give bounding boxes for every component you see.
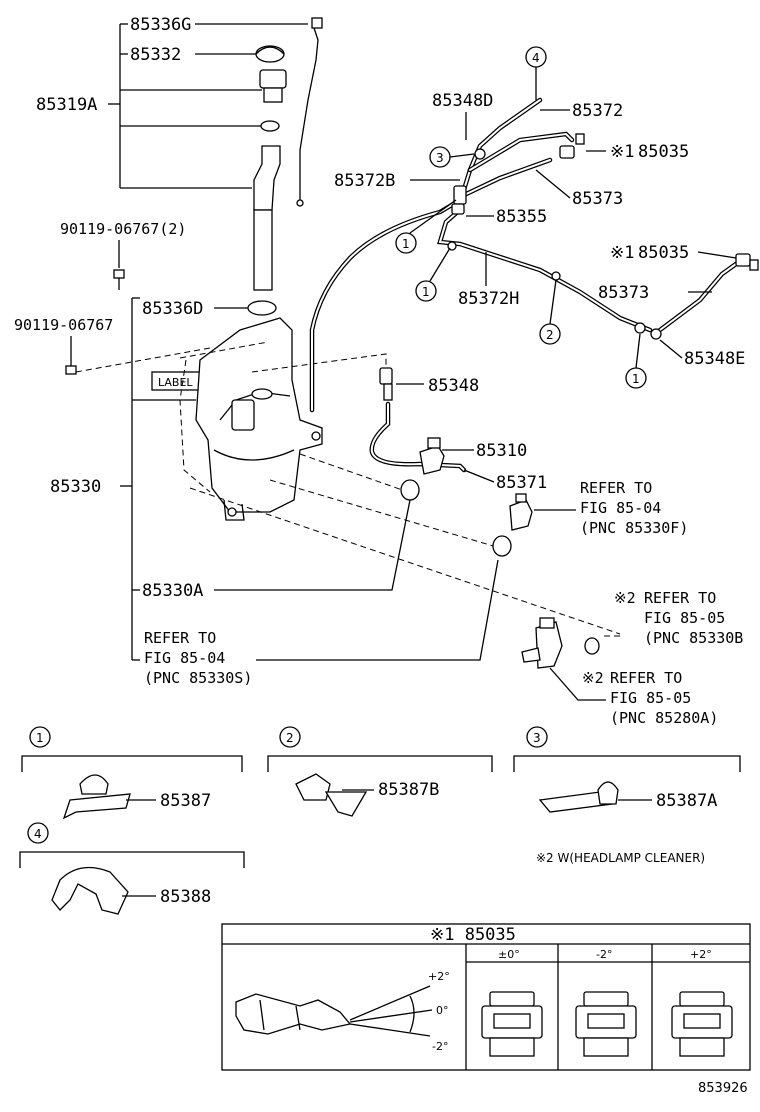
svg-text:1: 1 [36,731,44,745]
mark-2-ref-b: ※2 [582,669,604,687]
label-85373[interactable]: 85373 [572,189,623,209]
label-85348E[interactable]: 85348E [684,349,745,369]
hose-85372 [309,97,739,413]
ref3-line2[interactable]: FIG 85-05 [610,689,691,707]
svg-text:3: 3 [533,731,541,745]
angle-minus2: -2° [432,1040,448,1053]
svg-text:3: 3 [436,151,444,165]
bracket-85319A [108,23,308,189]
col-header-minus2: -2° [596,948,612,961]
ref2-line1[interactable]: REFER TO [644,589,716,607]
callout-1-b: 1 [415,247,451,302]
pump-85280A [521,617,600,669]
label-85372B[interactable]: 85372B [334,171,395,191]
grommet [247,300,277,316]
svg-text:1: 1 [422,285,430,299]
label-85035[interactable]: 85035 [638,142,689,162]
pump-85330F [509,493,533,531]
bolt-icon [113,269,125,290]
detail-3: 3 [513,726,741,813]
pump-hose [369,367,467,475]
svg-text:1: 1 [402,237,410,251]
svg-text:4: 4 [34,827,42,841]
label-85035-b[interactable]: 85035 [638,243,689,263]
ref2-line2[interactable]: FIG 85-05 [644,609,725,627]
mark-1-85035: ※1 [610,142,634,162]
label-85319A[interactable]: 85319A [36,95,97,115]
label-85371[interactable]: 85371 [496,473,547,493]
nozzle-view-0 [481,991,543,1057]
table-title: ※1 85035 [430,925,516,945]
hose-connectors [447,133,759,340]
svg-text:1: 1 [632,372,640,386]
label-90119-06767[interactable]: 90119-06767 [14,316,113,334]
label-85330[interactable]: 85330 [50,477,101,497]
label-85336G[interactable]: 85336G [130,15,191,35]
callout-4-top: 4 [525,46,547,100]
label-85387B[interactable]: 85387B [378,780,439,800]
mark-1-85035-b: ※1 [610,243,634,263]
svg-text:4: 4 [532,51,540,65]
mark-2-ref: ※2 [614,589,636,607]
label-90119-06767-2[interactable]: 90119-06767(2) [60,220,186,238]
label-85372[interactable]: 85372 [572,101,623,121]
ref1-line3[interactable]: (PNC 85330F) [580,519,688,537]
callout-2-mid: 2 [539,279,561,345]
headlamp-note: ※2 W(HEADLAMP CLEANER) [536,851,705,865]
callout-3-top: 3 [429,146,475,168]
figure-number: 853926 [698,1081,748,1096]
ref1-line2[interactable]: FIG 85-04 [580,499,661,517]
sensor-table [221,923,751,1071]
label-85355[interactable]: 85355 [496,207,547,227]
label-85310[interactable]: 85310 [476,441,527,461]
bracket-85330 [120,297,196,661]
label-85332[interactable]: 85332 [130,45,181,65]
detail-1: 1 [21,726,243,820]
washer-tank [179,317,323,521]
nozzle-view-minus2 [575,991,637,1057]
ref4-line1[interactable]: REFER TO [144,629,216,647]
ref3-line3[interactable]: (PNC 85280A) [610,709,718,727]
detail-4: 4 [19,822,245,915]
angle-0: 0° [436,1004,449,1017]
ref4-line3[interactable]: (PNC 85330S) [144,669,252,687]
callout-1-a: 1 [395,199,457,254]
washer-nozzle-illustration [235,985,433,1037]
svg-text:2: 2 [546,328,554,342]
label-tag-text: LABEL [158,376,193,389]
ref2-line3[interactable]: (PNC 85330B [644,629,743,647]
label-85388[interactable]: 85388 [160,887,211,907]
nozzle-view-plus2 [671,991,733,1057]
ref3-line1[interactable]: REFER TO [610,669,682,687]
col-header-plus2: +2° [690,948,712,961]
label-85387A[interactable]: 85387A [656,791,717,811]
label-85336D[interactable]: 85336D [142,299,203,319]
label-85348[interactable]: 85348 [428,376,479,396]
pump-grommet-2 [492,535,512,557]
label-85373-b[interactable]: 85373 [598,283,649,303]
callout-1-c: 1 [625,333,647,389]
svg-text:2: 2 [286,731,294,745]
label-85330A[interactable]: 85330A [142,581,203,601]
bolt-icon-2 [65,352,77,375]
ref1-line1[interactable]: REFER TO [580,479,652,497]
detail-2: 2 [267,726,493,817]
label-85348D[interactable]: 85348D [432,91,493,111]
col-header-0: ±0° [498,948,520,961]
label-85372H[interactable]: 85372H [458,289,519,309]
pump-grommet [400,479,420,501]
ref4-line2[interactable]: FIG 85-04 [144,649,225,667]
filler-neck-assembly [253,17,323,291]
label-85387[interactable]: 85387 [160,791,211,811]
angle-plus2: +2° [428,970,450,983]
